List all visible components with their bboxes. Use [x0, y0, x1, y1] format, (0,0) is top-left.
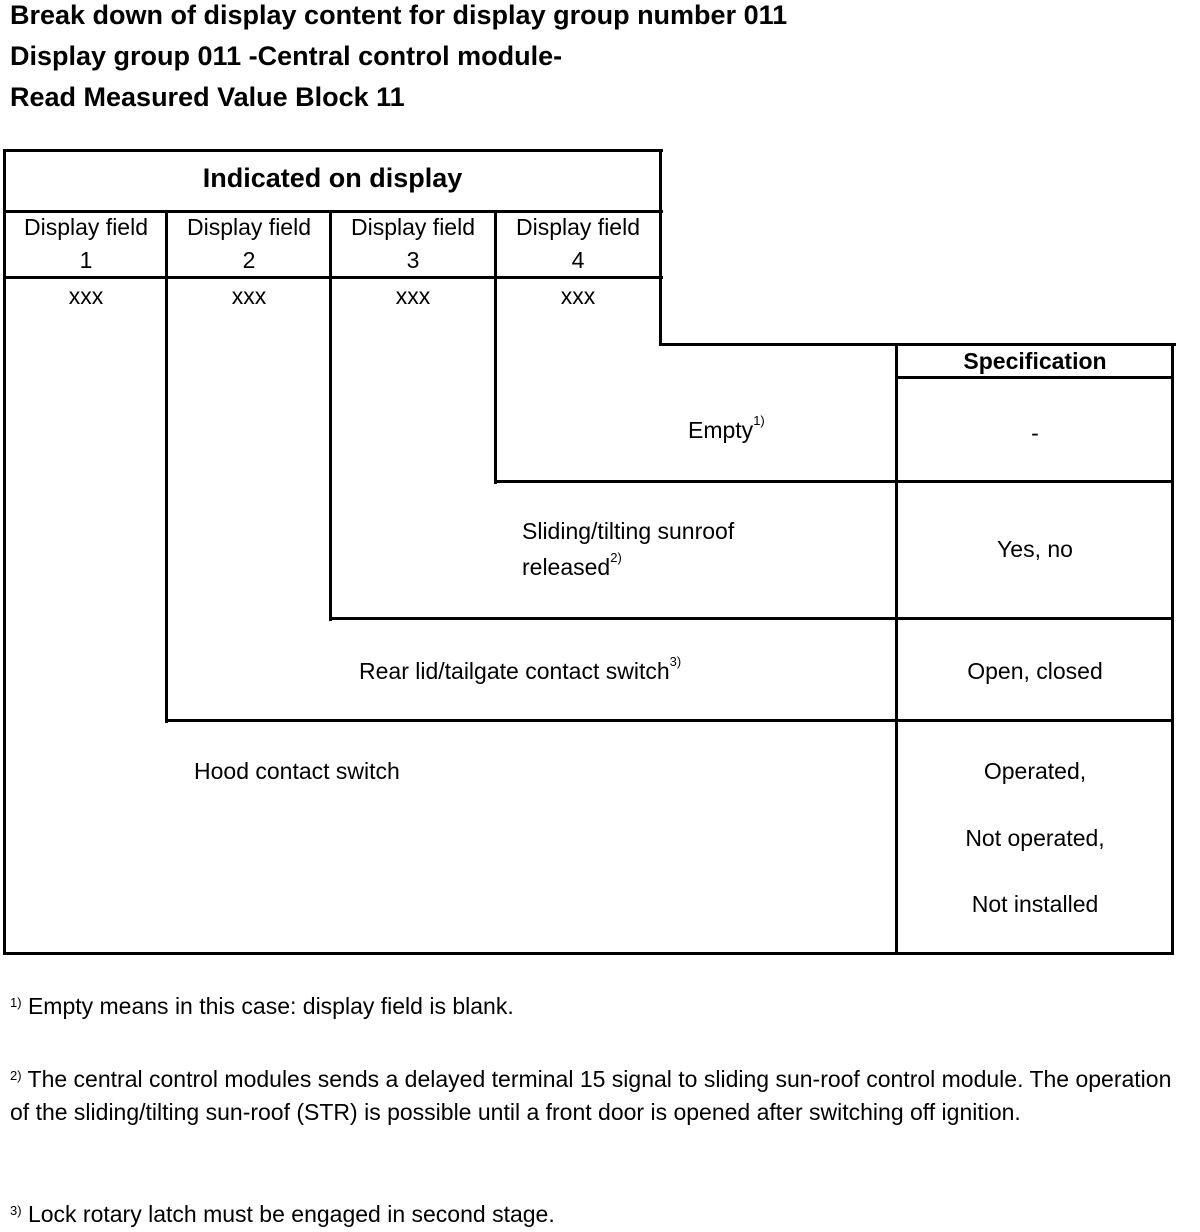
footnote-ref: 3) — [669, 654, 682, 669]
column-header-3: Display field — [351, 214, 475, 240]
divider — [329, 617, 1174, 620]
divider — [3, 952, 1174, 955]
row-empty-spec: - — [1031, 420, 1039, 446]
table-header: Indicated on display — [202, 163, 463, 193]
footnote-ref: 2) — [610, 550, 622, 565]
title-line-1: Break down of display content for displa… — [10, 0, 788, 30]
footnote-3: 3) Lock rotary latch must be engaged in … — [10, 1198, 1180, 1231]
footnote-2: 2) The central control modules sends a d… — [10, 1063, 1180, 1129]
divider — [659, 149, 662, 346]
divider — [3, 210, 663, 213]
row-hood-spec-3: Not installed — [971, 891, 1099, 917]
row-hood-spec-2: Not operated, — [965, 825, 1105, 851]
column-value-1: xxx — [68, 283, 104, 309]
divider — [3, 149, 663, 152]
footnote-1: 1) Empty means in this case: display fie… — [10, 990, 1180, 1023]
row-sunroof-desc: Sliding/tilting sunroof — [522, 518, 735, 544]
title-line-2: Display group 011 -Central control modul… — [10, 41, 563, 71]
divider — [3, 149, 6, 955]
column-number-4: 4 — [571, 247, 585, 273]
desc-text: released — [522, 554, 611, 580]
desc-text: Rear lid/tailgate contact switch — [359, 658, 670, 684]
specification-header: Specification — [963, 348, 1107, 374]
footnote-mark: 3) — [10, 1203, 22, 1218]
column-value-2: xxx — [231, 283, 267, 309]
divider — [494, 210, 497, 484]
row-hood-spec-1: Operated, — [983, 758, 1087, 784]
footnote-mark: 1) — [10, 995, 22, 1010]
column-header-2: Display field — [187, 214, 311, 240]
row-sunroof-spec: Yes, no — [997, 536, 1073, 562]
column-number-3: 3 — [406, 247, 420, 273]
row-rearlid-desc: Rear lid/tailgate contact switch3) — [359, 654, 681, 685]
divider — [1171, 343, 1174, 955]
divider — [494, 480, 1174, 483]
column-number-1: 1 — [79, 247, 93, 273]
row-sunroof-desc-2: released2) — [522, 550, 622, 581]
divider — [165, 719, 1174, 722]
footnote-ref: 1) — [753, 413, 765, 428]
footnote-text: Lock rotary latch must be engaged in sec… — [21, 1201, 555, 1227]
divider — [659, 343, 1176, 346]
divider — [165, 210, 168, 723]
divider — [3, 276, 663, 279]
divider — [895, 343, 898, 955]
divider — [329, 210, 332, 621]
row-hood-desc: Hood contact switch — [194, 758, 400, 784]
column-value-4: xxx — [560, 283, 596, 309]
footnote-text: The central control modules sends a dela… — [10, 1066, 1172, 1125]
footnote-mark: 2) — [10, 1068, 22, 1083]
footnote-text: Empty means in this case: display field … — [21, 993, 514, 1019]
desc-text: Empty — [688, 417, 754, 443]
column-value-3: xxx — [395, 283, 431, 309]
title-line-3: Read Measured Value Block 11 — [10, 82, 405, 112]
column-number-2: 2 — [242, 247, 256, 273]
column-header-4: Display field — [516, 214, 640, 240]
divider — [895, 376, 1174, 379]
row-empty-desc: Empty1) — [688, 413, 765, 444]
row-rearlid-spec: Open, closed — [967, 658, 1103, 684]
column-header-1: Display field — [24, 214, 148, 240]
